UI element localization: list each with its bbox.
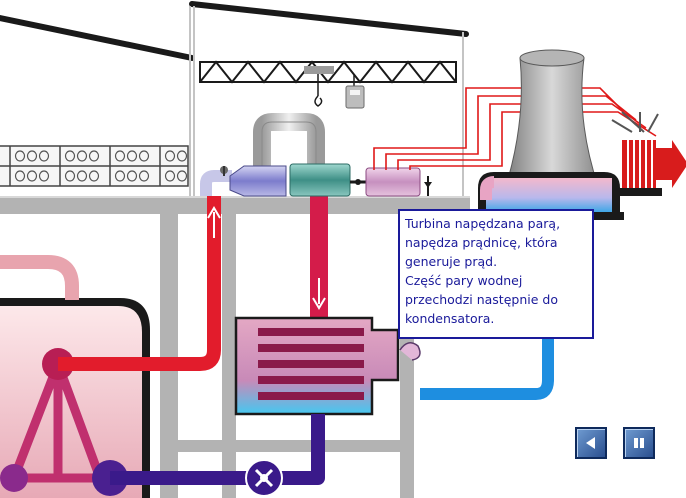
window-pane: [138, 150, 150, 162]
window-pane: [126, 150, 138, 162]
cooling-pipes: [399, 176, 554, 400]
window-pane: [64, 170, 76, 182]
tooltip-line: kondensatora.: [405, 311, 495, 326]
tooltip-line: przechodzi następnie do: [405, 292, 558, 307]
window-pane: [26, 170, 38, 182]
pause-button[interactable]: [623, 427, 655, 459]
window-pane: [176, 170, 188, 182]
pause-icon: [634, 438, 644, 448]
window-circles: [14, 150, 188, 182]
window-pane: [164, 150, 176, 162]
window-pane: [138, 170, 150, 182]
back-button[interactable]: [575, 427, 607, 459]
condensate-pipe: [110, 414, 325, 497]
window-pane: [14, 150, 26, 162]
window-pane: [76, 170, 88, 182]
cooling-tower: [474, 49, 624, 220]
exhaust-pipe: [310, 196, 328, 324]
transformer: [611, 111, 686, 196]
tooltip-line: generuje prąd.: [405, 254, 498, 269]
window-pane: [14, 170, 26, 182]
tooltip-line: Turbina napędzana parą,: [405, 216, 561, 231]
window-pane: [114, 150, 126, 162]
window-pane: [88, 170, 100, 182]
window-pane: [26, 150, 38, 162]
window-pane: [38, 170, 50, 182]
turbine-set: [200, 113, 432, 197]
crane-truss: [199, 60, 457, 84]
window-pane: [88, 150, 100, 162]
window-pane: [64, 150, 76, 162]
window-pane: [126, 170, 138, 182]
window-grid: [0, 145, 189, 187]
tooltip-line: napędza prądnicę, która: [405, 235, 558, 250]
condenser: [234, 316, 400, 416]
window-pane: [176, 150, 188, 162]
reactor-vessel: [0, 255, 150, 498]
window-pane: [164, 170, 176, 182]
window-pane: [114, 170, 126, 182]
window-pane: [76, 150, 88, 162]
window-pane: [38, 150, 50, 162]
info-tooltip: Turbina napędzana parą, napędza prądnicę…: [398, 209, 594, 339]
crane-hook: [304, 66, 365, 109]
triangle-left-icon: [586, 437, 595, 449]
tooltip-line: Część pary wodnej: [405, 273, 523, 288]
power-wires: [373, 87, 657, 170]
building-structure: [0, 1, 470, 498]
steam-pipe: [58, 196, 221, 371]
